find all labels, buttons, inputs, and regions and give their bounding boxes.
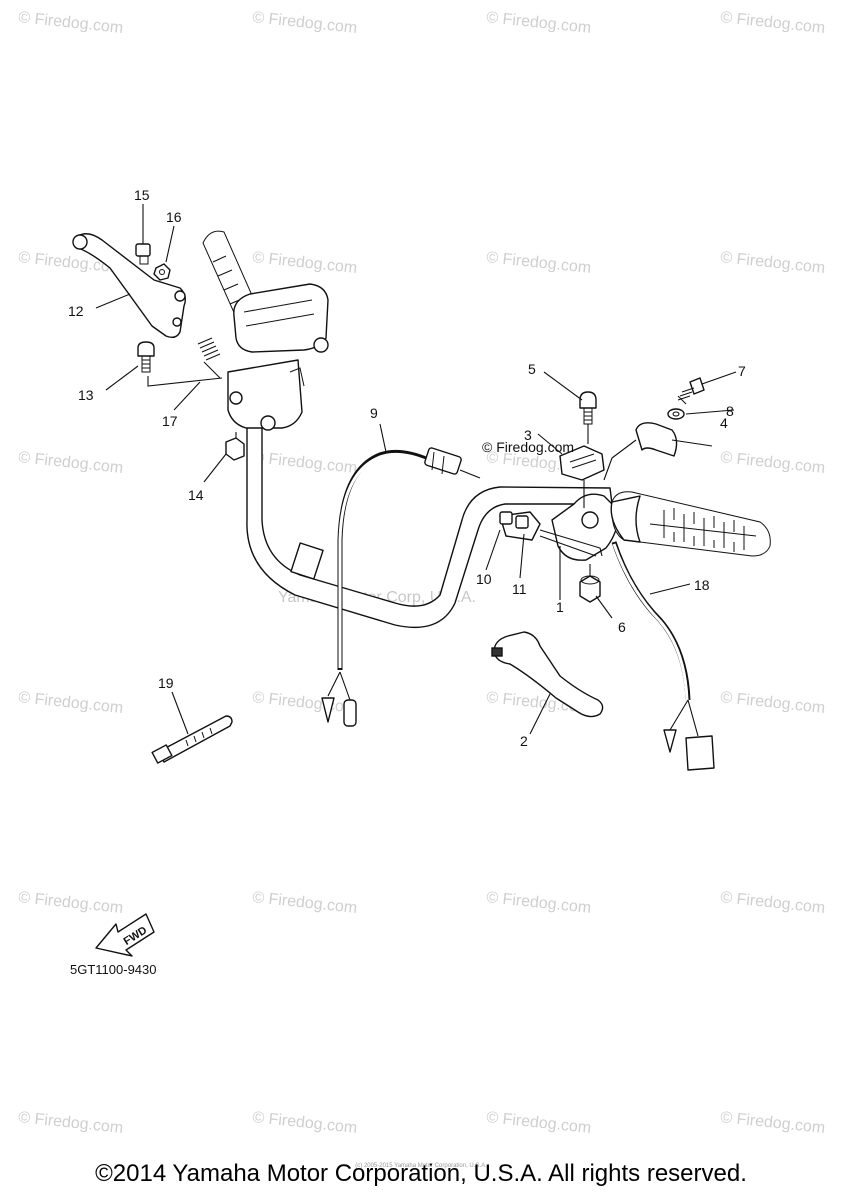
clamp-4 — [603, 422, 678, 481]
watermark-6: © Firedog.com — [486, 249, 592, 277]
watermark-21: © Firedog.com — [252, 1109, 358, 1137]
callout-14: 14 — [188, 487, 204, 503]
callout-3: 3 — [524, 427, 532, 443]
watermark-0: © Firedog.com — [18, 9, 124, 37]
spring-17 — [197, 337, 221, 379]
right-grip — [610, 491, 771, 557]
callout-18: 18 — [694, 577, 710, 593]
copyright-notice: ©2014 Yamaha Motor Corporation, U.S.A. A… — [95, 1160, 747, 1187]
inline-watermark: © Firedog.com — [482, 439, 574, 455]
callout-11: 11 — [512, 581, 527, 597]
watermark-11: © Firedog.com — [720, 449, 826, 477]
washer-8 — [667, 408, 685, 420]
brake-lever — [72, 233, 187, 339]
watermark-12: © Firedog.com — [18, 689, 124, 717]
callout-8: 8 — [726, 403, 734, 419]
wire-harness — [611, 541, 715, 771]
nut-6 — [579, 564, 601, 603]
throttle-housing — [499, 493, 619, 561]
watermark-18: © Firedog.com — [486, 889, 592, 917]
watermark-15: © Firedog.com — [720, 689, 826, 717]
callout-2: 2 — [520, 733, 528, 749]
callout-13: 13 — [78, 387, 94, 403]
clutch-lever — [491, 631, 604, 718]
watermark-13: © Firedog.com — [252, 689, 358, 717]
watermark-17: © Firedog.com — [252, 889, 358, 917]
callout-5: 5 — [528, 361, 536, 377]
fwd-arrow-icon: FWD — [95, 913, 155, 957]
switch-3 — [559, 445, 605, 508]
watermark-20: © Firedog.com — [18, 1109, 124, 1137]
watermark-3: © Firedog.com — [720, 9, 826, 37]
watermark-16: © Firedog.com — [18, 889, 124, 917]
watermark-7: © Firedog.com — [720, 249, 826, 277]
callout-6: 6 — [618, 619, 626, 635]
nut-14 — [225, 432, 245, 461]
throttle-cable — [321, 447, 481, 727]
bolt-5 — [579, 391, 597, 444]
callout-1: 1 — [556, 599, 564, 615]
callout-9: 9 — [370, 405, 378, 421]
cable-tie — [151, 715, 233, 764]
handlebar — [246, 419, 613, 629]
watermark-5: © Firedog.com — [252, 249, 358, 277]
callout-17: 17 — [162, 413, 178, 429]
callout-16: 16 — [166, 209, 182, 225]
callout-7: 7 — [738, 363, 746, 379]
master-cylinder — [227, 283, 329, 431]
leader-lines — [95, 204, 737, 735]
watermark-8: © Firedog.com — [18, 449, 124, 477]
callout-4: 4 — [720, 415, 728, 431]
callout-10: 10 — [476, 571, 492, 587]
watermark-22: © Firedog.com — [486, 1109, 592, 1137]
watermark-9: © Firedog.com — [252, 449, 358, 477]
watermark-23: © Firedog.com — [720, 1109, 826, 1137]
callout-15: 15 — [134, 187, 150, 203]
screw-7 — [677, 377, 705, 405]
nut-16 — [153, 263, 171, 281]
watermark-2: © Firedog.com — [486, 9, 592, 37]
callout-19: 19 — [158, 675, 174, 691]
tiny-credit-text: (c) 2005-2015 Yamaha Motor Corporation, … — [355, 1163, 487, 1169]
bolt-13 — [137, 341, 223, 387]
watermark-19: © Firedog.com — [720, 889, 826, 917]
diagram-code: 5GT1100-9430 — [70, 962, 157, 977]
callout-numbers: 1 2 3 4 5 6 7 8 9 10 11 12 13 14 15 16 1… — [68, 187, 746, 749]
watermark-1: © Firedog.com — [252, 9, 358, 37]
callout-12: 12 — [68, 303, 84, 319]
bolt-15 — [135, 243, 151, 265]
